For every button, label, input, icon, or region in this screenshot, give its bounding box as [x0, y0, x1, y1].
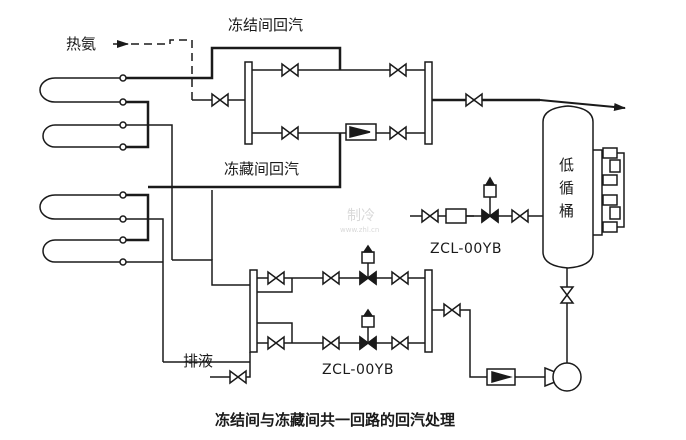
upper-valves — [211, 62, 483, 141]
hot-ammonia-label: 热氨 — [66, 35, 96, 53]
separator-label-1: 低 — [559, 156, 574, 174]
cold-store-evaporator-coils — [39, 191, 164, 362]
cold-store-return-line — [148, 133, 342, 189]
freezer-evaporator-coils — [39, 74, 197, 260]
freezer-return-line — [197, 46, 342, 80]
figure-caption: 冻结间与冻藏间共一回路的回汽处理 — [215, 411, 455, 429]
watermark: 制冷 — [347, 208, 375, 224]
separator-label-3: 桶 — [559, 202, 574, 220]
drain-label: 排液 — [183, 352, 213, 370]
valve-model-top-label: ZCL-00YB — [430, 241, 502, 257]
freezer-return-label: 冻结间回汽 — [228, 16, 303, 34]
main-suction-line — [539, 99, 626, 111]
separator-label-2: 循 — [559, 179, 574, 197]
connecting-lines — [163, 190, 250, 363]
valve-model-bottom-label: ZCL-00YB — [322, 362, 394, 378]
lower-valves — [229, 244, 461, 385]
cold-store-return-label: 冻藏间回汽 — [224, 160, 299, 178]
pump-section — [486, 268, 582, 392]
hot-ammonia-line — [113, 39, 208, 101]
watermark-sub: www.zhl.cn — [340, 226, 379, 234]
liquid-feed-line — [410, 176, 543, 224]
low-pressure-receiver — [542, 105, 625, 269]
